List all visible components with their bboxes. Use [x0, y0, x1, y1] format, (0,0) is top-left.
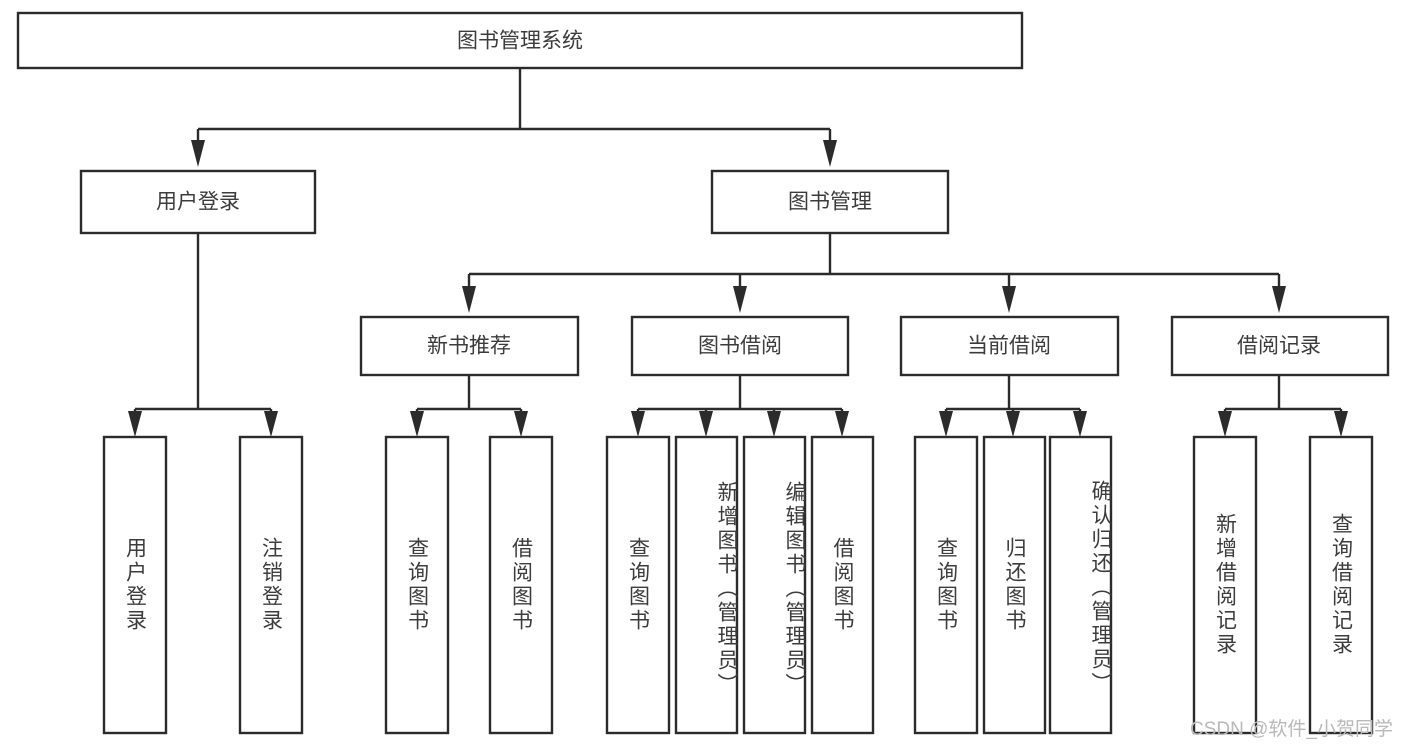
arrow-head-leaf-borrow-book-bb [835, 411, 849, 437]
node-box-leaf-return-book[interactable] [982, 435, 1047, 735]
node-box-current-borrow[interactable] [899, 315, 1120, 377]
connector-group-current-borrow [939, 375, 1087, 437]
arrow-head-leaf-user-login [128, 411, 142, 437]
connector-group-book-borrow [631, 375, 849, 437]
connector-group-new-book [410, 375, 528, 437]
arrow-head-leaf-return-book [1006, 411, 1020, 437]
node-label-root: 图书管理系统 [457, 30, 583, 53]
node-label-book-management: 图书管理 [788, 191, 872, 214]
node-box-leaf-logout[interactable] [238, 435, 304, 735]
connector-group-user-login [128, 233, 278, 437]
arrow-head-current-borrow [1002, 286, 1016, 313]
node-box-leaf-edit-book[interactable] [742, 435, 807, 735]
watermark-text: CSDN @软件_小贺同学 [1190, 719, 1393, 740]
node-label-new-book-recommend: 新书推荐 [427, 335, 511, 358]
arrow-head-leaf-add-record [1218, 411, 1232, 437]
node-label-borrow-record: 借阅记录 [1237, 335, 1321, 358]
arrow-head-leaf-query-book-nb [410, 411, 424, 437]
node-box-leaf-confirm-return[interactable] [1048, 435, 1113, 735]
arrow-head-leaf-borrow-book-nb [514, 411, 528, 437]
node-box-borrow-record[interactable] [1170, 315, 1390, 377]
node-box-leaf-borrow-book-nb[interactable] [488, 435, 554, 735]
arrow-head-borrow-record [1272, 286, 1286, 313]
arrow-head-leaf-logout [264, 411, 278, 437]
connector-group-book-management [462, 233, 1286, 313]
node-box-new-book-recommend[interactable] [359, 315, 580, 377]
node-box-leaf-query-record[interactable] [1308, 435, 1374, 735]
node-label-current-borrow: 当前借阅 [967, 335, 1051, 358]
arrow-head-book-borrow [733, 286, 747, 313]
arrow-head-book-mgmt [823, 140, 837, 167]
arrow-head-leaf-edit-book [767, 411, 781, 437]
arrow-head-leaf-confirm-return [1073, 411, 1087, 437]
node-box-leaf-add-record[interactable] [1192, 435, 1258, 735]
node-box-leaf-add-book[interactable] [674, 435, 739, 735]
node-box-user-login[interactable] [79, 169, 317, 235]
arrow-head-leaf-query-book-cb [939, 411, 953, 437]
node-box-leaf-query-book-cb[interactable] [913, 435, 979, 735]
connector-group-borrow-record [1218, 375, 1348, 437]
node-box-leaf-user-login[interactable] [102, 435, 168, 735]
node-box-book-management[interactable] [710, 169, 950, 235]
node-box-leaf-query-book-bb[interactable] [605, 435, 671, 735]
connector-group-root [191, 69, 837, 167]
node-box-leaf-borrow-book-bb[interactable] [810, 435, 875, 735]
arrow-head-leaf-add-book [699, 411, 713, 437]
arrow-head-user-login [191, 140, 205, 167]
arrow-head-leaf-query-book-bb [631, 411, 645, 437]
arrow-head-new-book [462, 286, 476, 313]
node-label-book-borrow: 图书借阅 [698, 335, 782, 358]
node-box-book-borrow[interactable] [630, 315, 850, 377]
node-label-user-login: 用户登录 [156, 191, 240, 214]
node-box-root[interactable] [16, 11, 1024, 70]
node-box-leaf-query-book-nb[interactable] [384, 435, 450, 735]
arrow-head-leaf-query-record [1334, 411, 1348, 437]
